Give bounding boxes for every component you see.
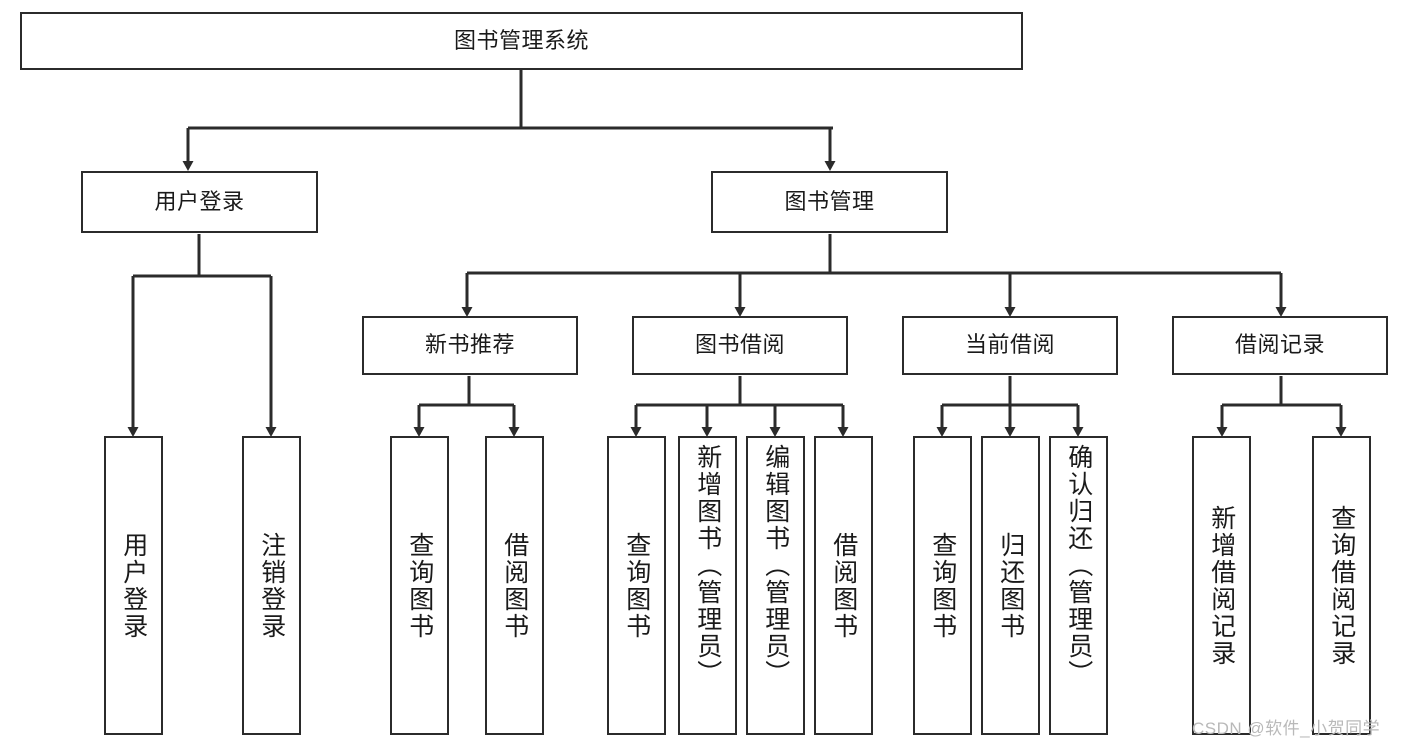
leaf-new-book-query[interactable]: 查询图书 — [390, 436, 449, 735]
node-label: 用户登录 — [119, 531, 148, 640]
node-label: 注销登录 — [257, 531, 286, 640]
node-borrow-record[interactable]: 借阅记录 — [1172, 316, 1388, 375]
leaf-new-book-borrow[interactable]: 借阅图书 — [485, 436, 544, 735]
csdn-watermark: CSDN @软件_小贺同学 — [1192, 719, 1381, 738]
leaf-user-login-logout[interactable]: 注销登录 — [242, 436, 301, 735]
node-label: 归还图书 — [996, 531, 1025, 640]
leaf-current-borrow-confirm-return[interactable]: 确认归还（管理员） — [1049, 436, 1108, 735]
leaf-borrow-record-query[interactable]: 查询借阅记录 — [1312, 436, 1371, 735]
leaf-book-borrow-borrow[interactable]: 借阅图书 — [814, 436, 873, 735]
node-label: 用户登录 — [154, 188, 245, 214]
node-user-login[interactable]: 用户登录 — [81, 171, 318, 233]
node-label: 新增图书（管理员） — [693, 444, 722, 687]
leaf-book-borrow-add[interactable]: 新增图书（管理员） — [678, 436, 737, 735]
node-label: 新增借阅记录 — [1207, 504, 1236, 667]
node-label: 借阅图书 — [829, 531, 858, 640]
node-label: 当前借阅 — [964, 332, 1055, 358]
node-label: 图书借阅 — [694, 332, 785, 358]
leaf-borrow-record-add[interactable]: 新增借阅记录 — [1192, 436, 1251, 735]
leaf-book-borrow-query[interactable]: 查询图书 — [607, 436, 666, 735]
node-book-management[interactable]: 图书管理 — [711, 171, 948, 233]
leaf-current-borrow-query[interactable]: 查询图书 — [913, 436, 972, 735]
node-label: 图书管理 — [784, 188, 875, 214]
leaf-current-borrow-return[interactable]: 归还图书 — [981, 436, 1040, 735]
node-current-borrow[interactable]: 当前借阅 — [902, 316, 1118, 375]
node-label: 查询图书 — [622, 531, 651, 640]
node-label: 查询借阅记录 — [1327, 504, 1356, 667]
node-label: 编辑图书（管理员） — [761, 444, 790, 687]
node-book-borrow[interactable]: 图书借阅 — [632, 316, 848, 375]
node-label: 新书推荐 — [424, 332, 515, 358]
leaf-user-login-login[interactable]: 用户登录 — [104, 436, 163, 735]
node-label: 查询图书 — [928, 531, 957, 640]
node-root-system[interactable]: 图书管理系统 — [20, 12, 1023, 70]
node-label: 查询图书 — [405, 531, 434, 640]
leaf-book-borrow-edit[interactable]: 编辑图书（管理员） — [746, 436, 805, 735]
node-new-book-recommend[interactable]: 新书推荐 — [362, 316, 578, 375]
node-label: 借阅记录 — [1234, 332, 1325, 358]
node-label: 借阅图书 — [500, 531, 529, 640]
node-label: 确认归还（管理员） — [1064, 444, 1093, 687]
node-label: 图书管理系统 — [453, 27, 589, 53]
